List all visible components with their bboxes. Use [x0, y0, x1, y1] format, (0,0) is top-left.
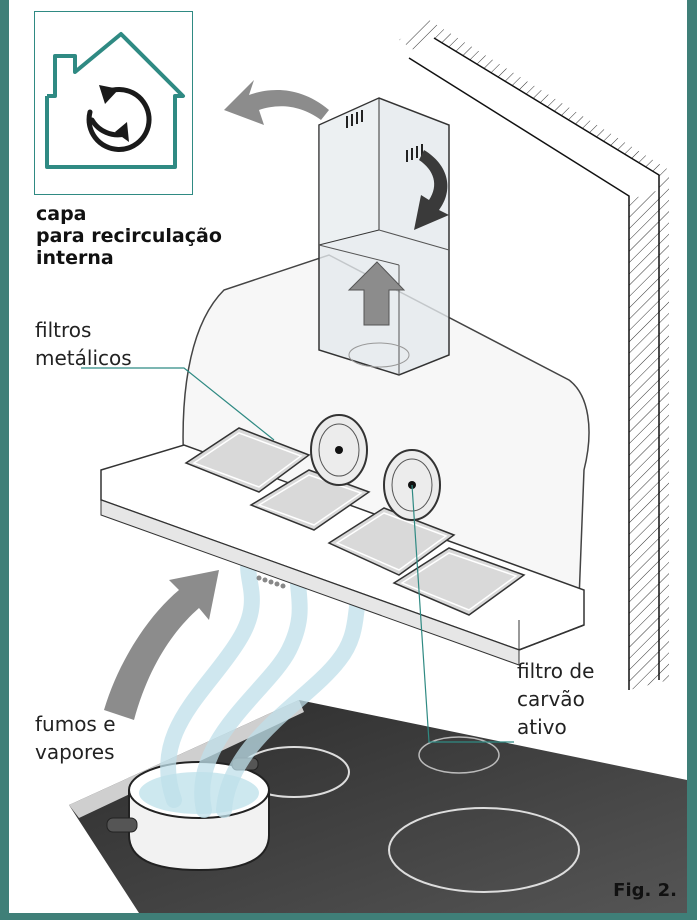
- chimney: [318, 97, 450, 376]
- label-carbon-filter-line-2: carvão: [517, 687, 585, 711]
- recirculation-arrow-icon: [414, 150, 449, 230]
- title-line-3: interna: [36, 247, 114, 269]
- label-metal-filters-line-2: metálicos: [35, 346, 132, 370]
- title: capa para recirculação interna: [36, 203, 222, 269]
- title-line-2: para recirculação: [36, 225, 222, 247]
- figure-label: Fig. 2.: [613, 880, 677, 901]
- hood-illustration: [69, 20, 687, 913]
- airflow-out-arrow-icon: [224, 80, 329, 125]
- label-metal-filters: filtros metálicos: [35, 316, 132, 372]
- metal-filters: [184, 427, 526, 616]
- label-carbon-filter-line-1: filtro de: [517, 659, 595, 683]
- title-line-1: capa: [36, 203, 87, 225]
- house-recirculation-icon: [34, 11, 193, 195]
- label-fumes: fumos e vapores: [35, 710, 116, 766]
- airflow-in-arrow-icon: [104, 570, 219, 720]
- label-fumes-line-2: vapores: [35, 740, 115, 764]
- leader-lines: [81, 367, 514, 743]
- label-carbon-filter-line-3: ativo: [517, 715, 567, 739]
- label-carbon-filter: filtro de carvão ativo: [517, 657, 594, 741]
- steam: [160, 552, 367, 818]
- wall: [399, 20, 669, 690]
- airflow-up-arrow-icon: [347, 261, 406, 326]
- label-metal-filters-line-1: filtros: [35, 318, 92, 342]
- label-fumes-line-1: fumos e: [35, 712, 116, 736]
- diagram-panel: capa para recirculação interna filtros m…: [9, 0, 687, 913]
